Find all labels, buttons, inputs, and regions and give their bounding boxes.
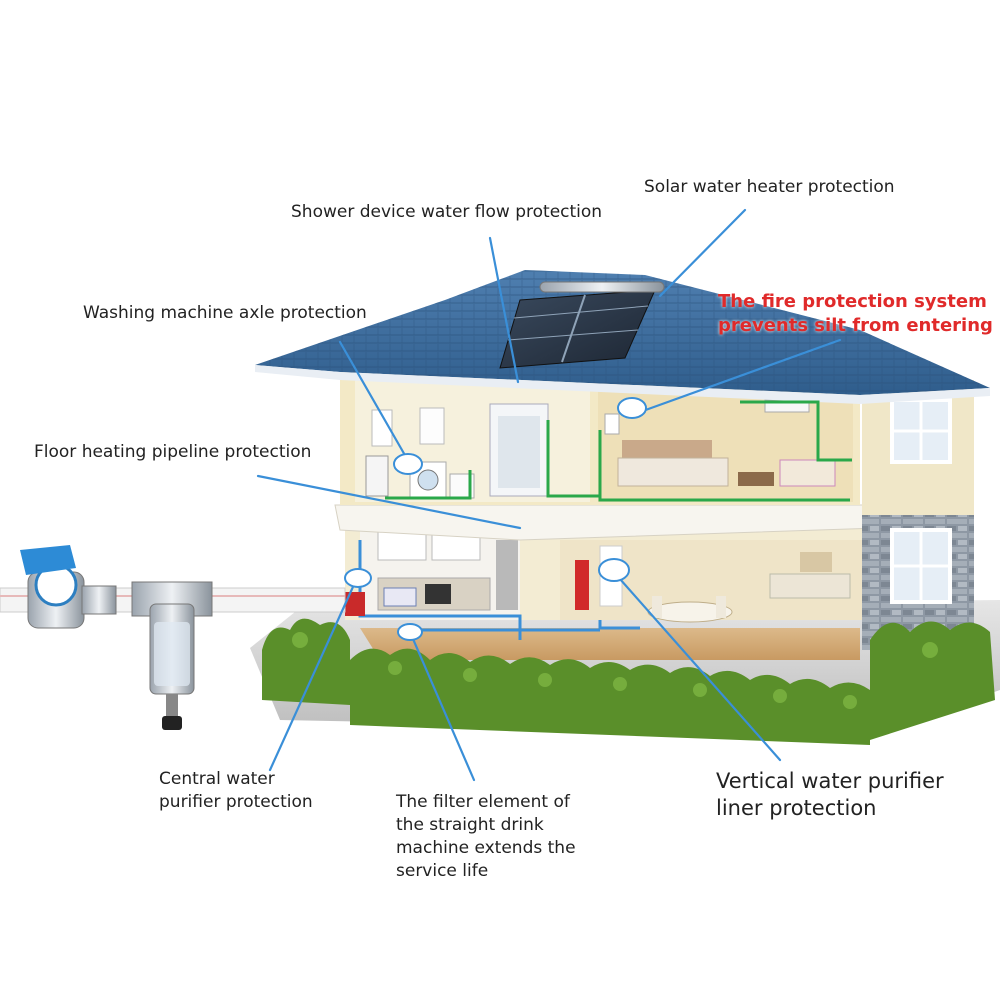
label-filter-element: The filter element of the straight drink… bbox=[396, 791, 576, 883]
solar-water-heater bbox=[499, 281, 665, 369]
label-filter-element-line2: the straight drink bbox=[396, 815, 544, 835]
label-vertical-purifier: Vertical water purifier liner protection bbox=[716, 768, 944, 822]
tower-window-upper bbox=[890, 398, 952, 464]
label-filter-element-line1: The filter element of bbox=[396, 792, 570, 812]
tower-window-lower bbox=[890, 528, 952, 604]
label-filter-element-line3: machine extends the bbox=[396, 838, 576, 858]
label-shower-device: Shower device water flow protection bbox=[291, 202, 603, 222]
water-meter bbox=[20, 545, 117, 629]
red-inlet-valve bbox=[345, 592, 365, 616]
label-central-purifier-line2: purifier protection bbox=[159, 792, 313, 812]
ground-floor-floor bbox=[360, 628, 860, 660]
label-floor-heating: Floor heating pipeline protection bbox=[34, 442, 312, 462]
central-water-filter bbox=[131, 581, 213, 730]
kitchen bbox=[360, 528, 520, 620]
label-filter-element-line4: service life bbox=[396, 861, 489, 881]
label-fire-protection: The fire protection system prevents silt… bbox=[718, 290, 993, 338]
leader-lines bbox=[256, 208, 842, 782]
bathroom bbox=[355, 372, 590, 502]
label-central-purifier-line1: Central water bbox=[159, 769, 275, 789]
label-vertical-purifier-line1: Vertical water purifier bbox=[716, 769, 944, 793]
label-fire-protection-line1: The fire protection system bbox=[718, 291, 987, 312]
green-pipes bbox=[385, 400, 852, 502]
hedge-highlights bbox=[292, 632, 938, 709]
living-dining-room bbox=[560, 540, 870, 623]
label-fire-protection-line2: prevents silt from entering bbox=[718, 315, 993, 336]
hedge bbox=[262, 618, 995, 745]
label-vertical-purifier-line2: liner protection bbox=[716, 796, 877, 820]
blue-pipes bbox=[358, 540, 640, 640]
label-central-purifier: Central water purifier protection bbox=[159, 768, 313, 814]
marker-ellipses bbox=[344, 397, 647, 641]
label-solar-water-heater: Solar water heater protection bbox=[644, 177, 895, 197]
label-washing-machine: Washing machine axle protection bbox=[83, 303, 367, 323]
